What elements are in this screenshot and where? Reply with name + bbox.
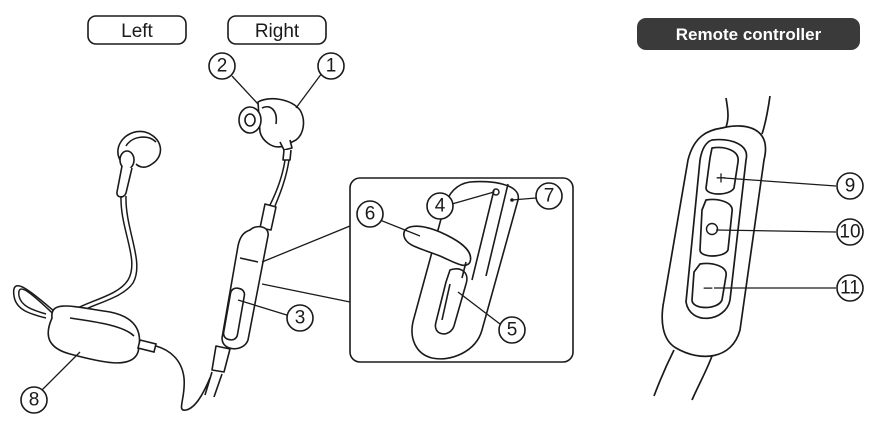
svg-text:10: 10 [839,222,860,243]
callout-9: 9 [836,172,864,200]
right-label-box: Right [227,15,327,45]
svg-text:3: 3 [295,308,306,329]
multi-function-button-icon [705,222,719,236]
left-label-box: Left [87,15,187,45]
callout-5: 5 [498,316,526,344]
remote-controller [653,95,771,401]
remote-controller-title: Remote controller [637,18,860,50]
svg-text:5: 5 [507,320,518,341]
callout-6: 6 [356,200,384,228]
svg-text:4: 4 [435,196,446,217]
svg-text:11: 11 [840,278,860,299]
callout-8: 8 [20,386,48,414]
callout-1: 1 [317,52,345,80]
left-cable [13,195,138,321]
battery-unit [47,305,211,411]
svg-text:2: 2 [217,56,228,77]
svg-text:7: 7 [544,186,555,207]
remote-controller-title-text: Remote controller [676,25,822,44]
left-label: Left [121,21,153,42]
callout-10: 10 [836,218,864,246]
svg-text:8: 8 [29,390,40,411]
svg-text:9: 9 [845,176,856,197]
svg-text:6: 6 [365,204,376,225]
leader-lines [41,72,837,391]
zoom-lines [261,225,351,303]
plus-button-glyph: + [716,168,727,188]
svg-text:1: 1 [326,56,337,77]
callout-4: 4 [426,192,454,220]
cable-remote [204,203,277,398]
callout-7: 7 [535,182,563,210]
right-cable [269,159,290,207]
left-earbud [116,130,162,198]
right-earbud [238,97,305,161]
callout-3: 3 [286,304,314,332]
minus-button-glyph: − [703,278,714,298]
callout-11: 11 [836,274,864,302]
right-label: Right [255,21,300,42]
detail-inset [349,177,574,363]
callout-2: 2 [208,52,236,80]
